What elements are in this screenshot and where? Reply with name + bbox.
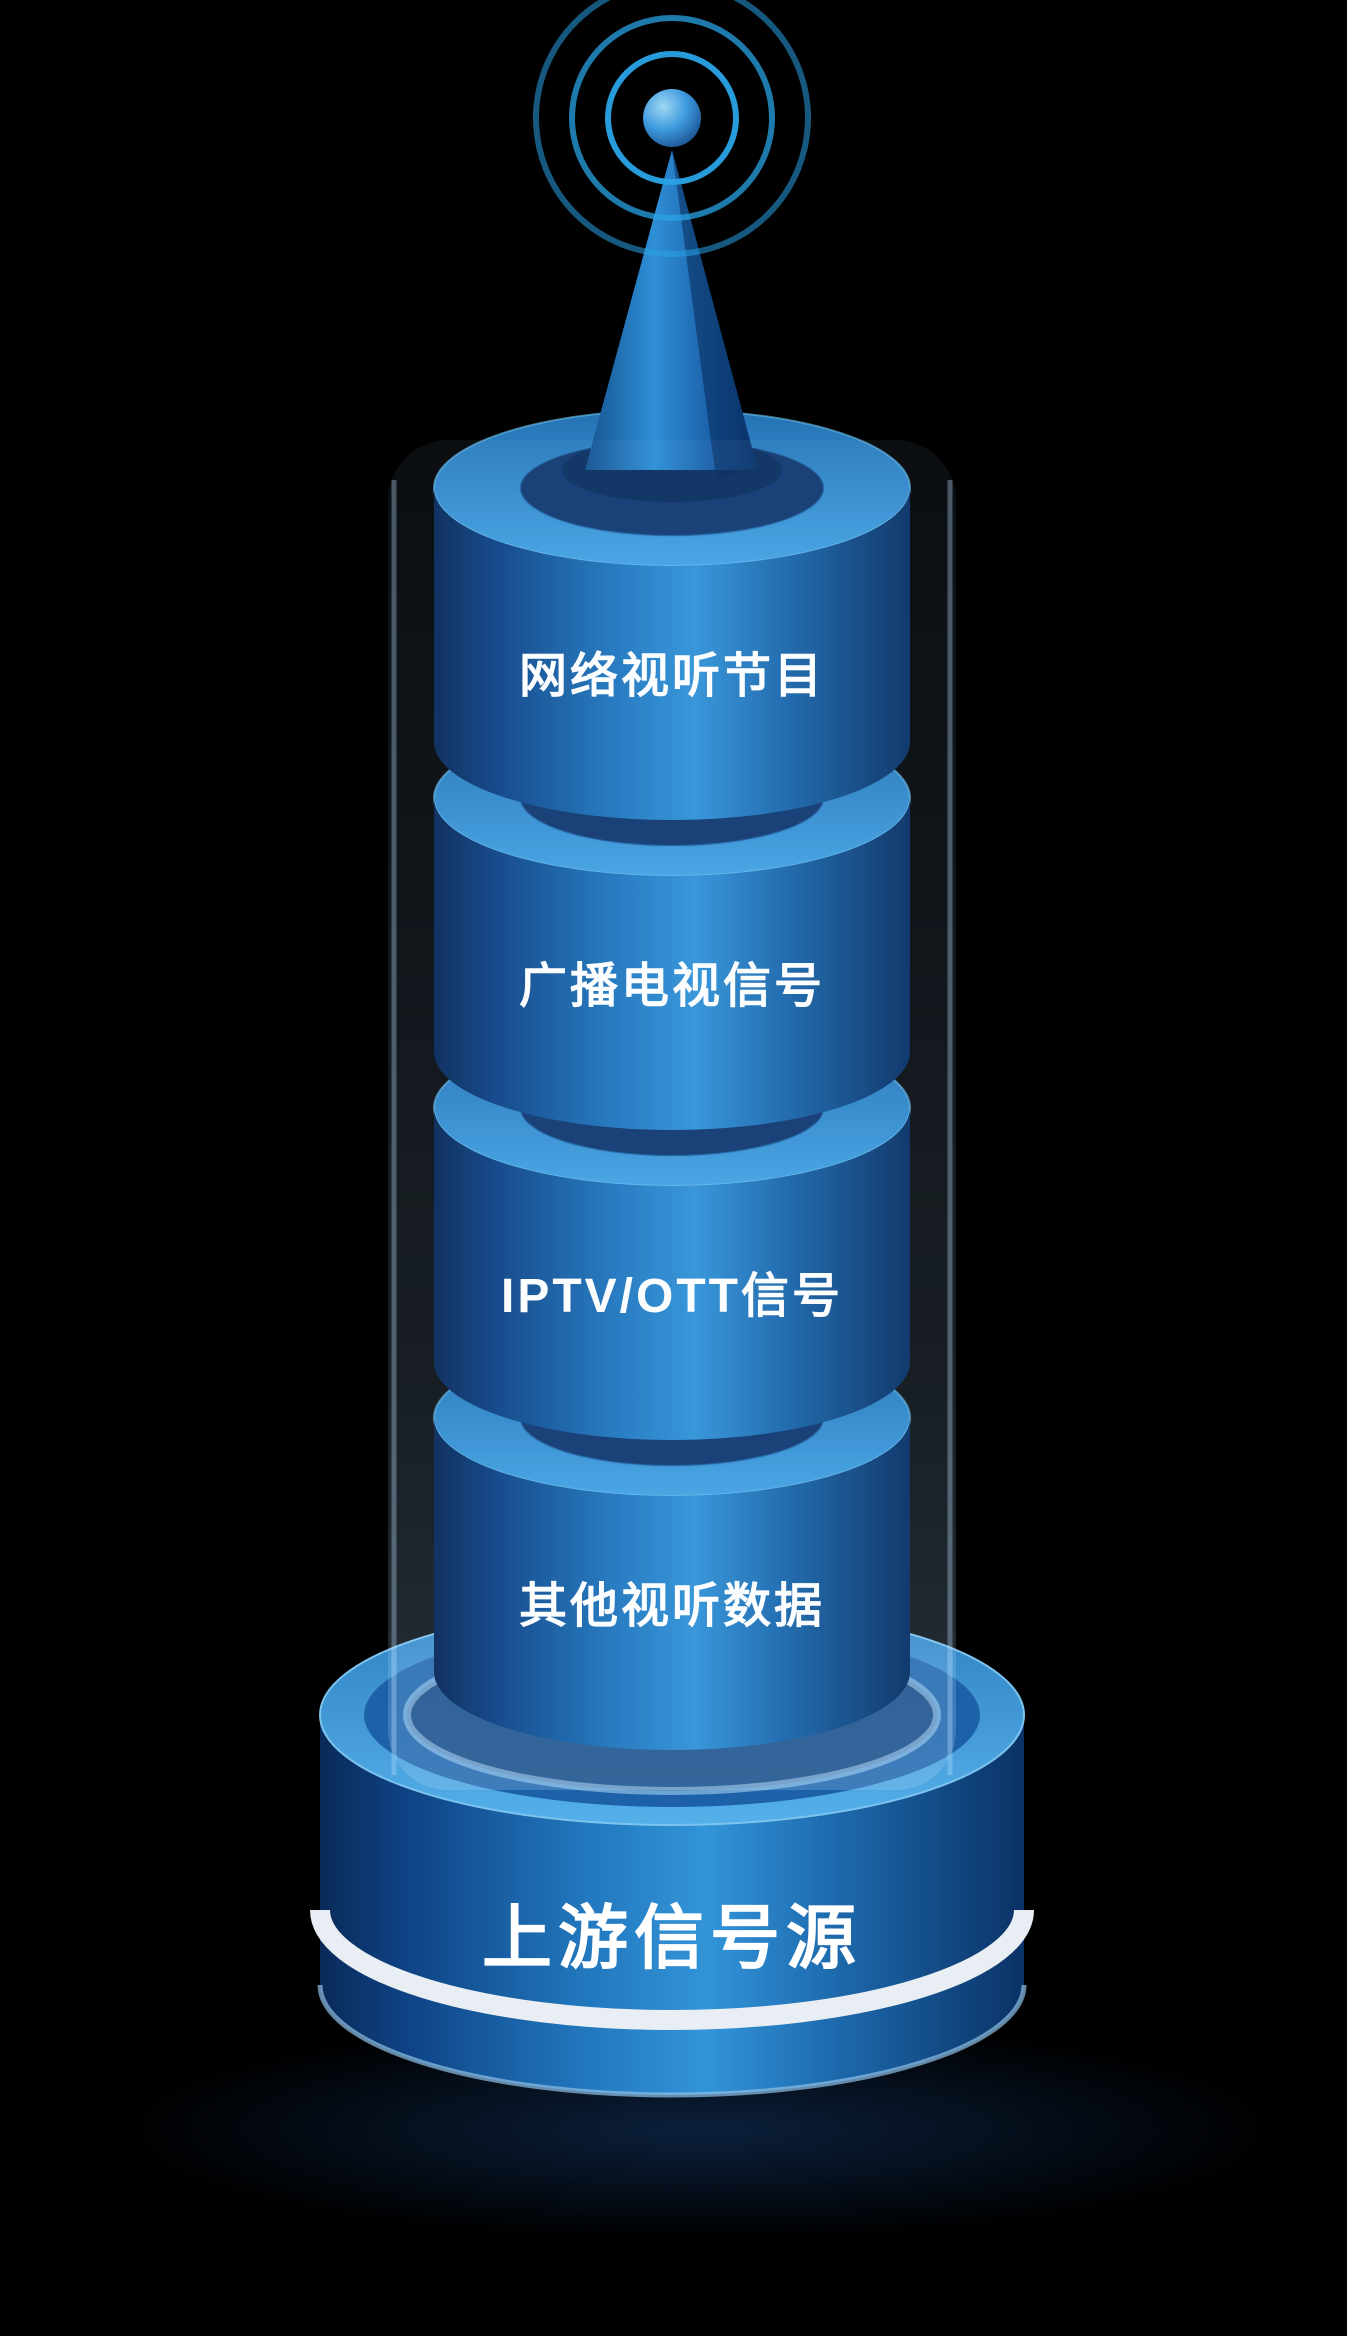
signal-ripples-icon bbox=[533, 0, 811, 257]
layer1-body bbox=[434, 488, 910, 820]
base-label: 上游信号源 bbox=[482, 1899, 862, 1977]
antenna-cone-shade bbox=[672, 150, 758, 478]
layer-label-3: IPTV/OTT信号 bbox=[501, 1270, 843, 1323]
layer-label-2: 广播电视信号 bbox=[519, 960, 825, 1013]
layer-label-1: 网络视听节目 bbox=[519, 649, 825, 703]
base-bottom-rim bbox=[317, 1984, 1027, 2098]
layer3-body bbox=[434, 1108, 910, 1440]
signal-ripple-3 bbox=[533, 0, 811, 257]
signal-ripple-2 bbox=[569, 15, 775, 221]
glow-film bbox=[388, 440, 956, 1790]
antenna-ball bbox=[643, 89, 701, 147]
layer-label-4: 其他视听数据 bbox=[519, 1580, 825, 1633]
signal-ripple-1 bbox=[605, 51, 739, 185]
antenna-icon bbox=[533, 0, 811, 502]
base-white-band bbox=[310, 1909, 1034, 2030]
layer4-body bbox=[434, 1418, 910, 1750]
ground-shadow bbox=[120, 2020, 1280, 2240]
layer2-body bbox=[434, 798, 910, 1130]
